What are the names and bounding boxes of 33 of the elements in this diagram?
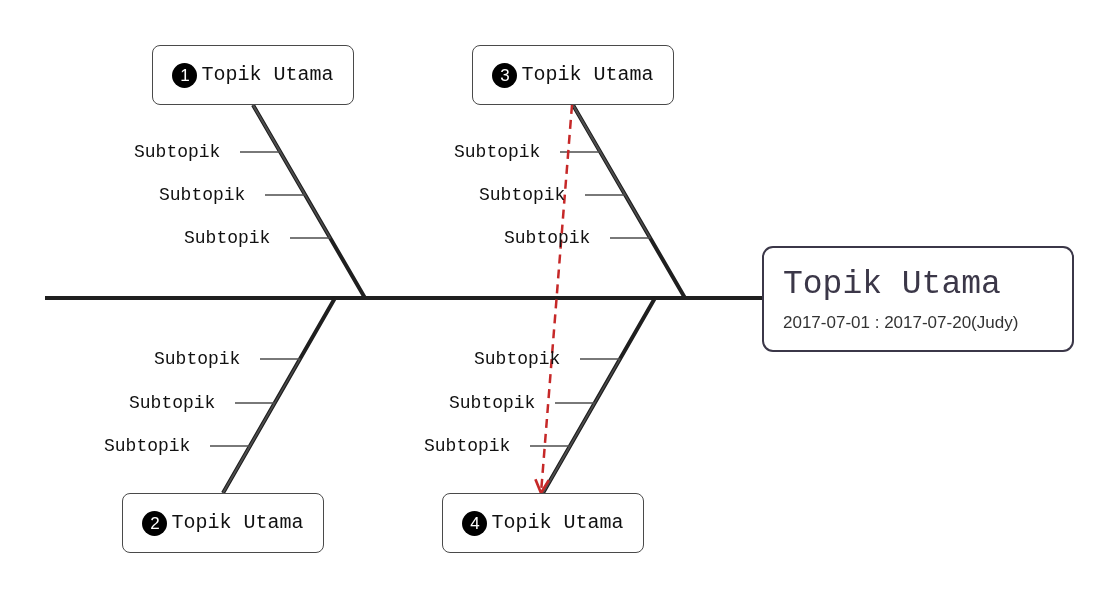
branch-line (572, 104, 651, 239)
step-number: 3 (492, 62, 518, 88)
subtopic-label: Subtopik (479, 184, 566, 206)
step-number: 1 (172, 62, 198, 88)
subtopic-label: Subtopik (104, 435, 191, 457)
topic-box (472, 45, 674, 105)
subtopic-label: Subtopik (159, 184, 246, 206)
topic-label: Topik Utama (201, 63, 334, 87)
bone-line (541, 296, 762, 494)
subtopic-label: Subtopik (424, 435, 511, 457)
subtopic-label: Subtopik (129, 392, 216, 414)
subtopic-label: Subtopik (184, 227, 271, 249)
subtopic-label: Subtopik (134, 141, 221, 163)
date-range-text: 2017-07-01 : 2017-07-20(Judy) (783, 312, 1019, 334)
topic-box (122, 493, 324, 553)
main-topic-box (762, 246, 1074, 352)
topic-box (152, 45, 354, 105)
subtopic-label: Subtopik (474, 348, 561, 370)
subtopic-label: Subtopik (504, 227, 591, 249)
topic-label: Topik Utama (491, 511, 624, 535)
topic-label: Topik Utama (171, 511, 304, 535)
branch-line (252, 104, 331, 239)
step-number: 4 (462, 510, 488, 536)
branch-line (529, 445, 571, 494)
step-number: 2 (142, 510, 168, 536)
main-topic-title: Topik Utama (783, 265, 1001, 305)
arrow (534, 104, 574, 495)
topic-box (442, 493, 644, 553)
subtopic-label: Subtopik (154, 348, 241, 370)
subtopic-label: Subtopik (454, 141, 541, 163)
subtopic-label: Subtopik (449, 392, 536, 414)
topic-label: Topik Utama (521, 63, 654, 87)
branch-line (209, 445, 251, 494)
